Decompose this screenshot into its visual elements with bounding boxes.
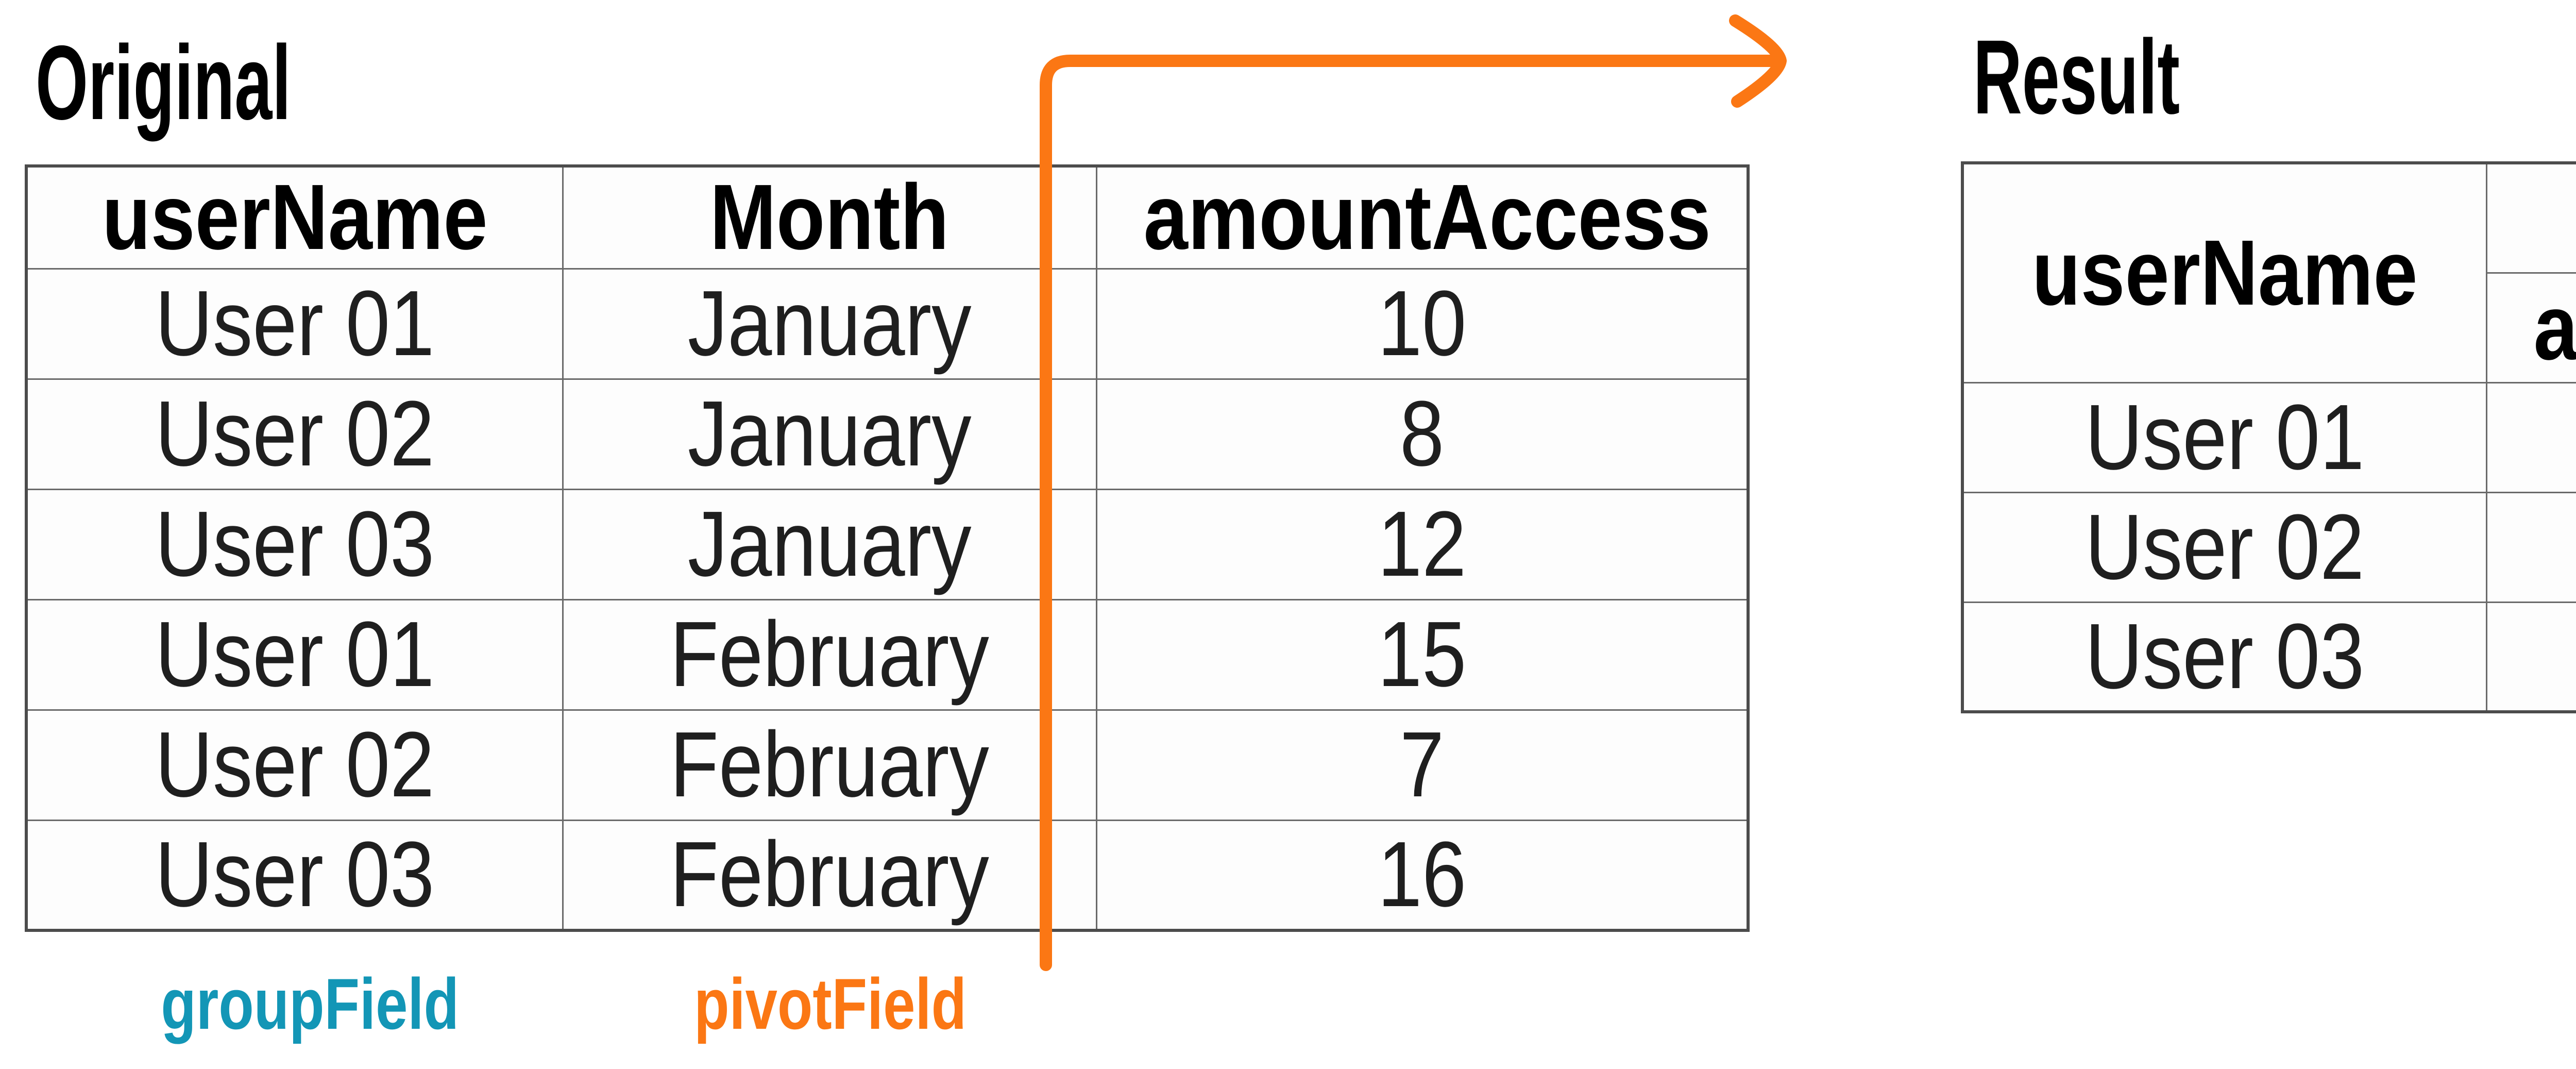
result-header-january: January bbox=[2485, 162, 2576, 274]
table-row: User 02 8 7 bbox=[1961, 491, 2576, 603]
table-cell: User 02 bbox=[1961, 491, 2487, 603]
table-cell: User 02 bbox=[25, 378, 564, 490]
result-month-header-row: userName January February bbox=[1961, 162, 2576, 383]
table-row: User 01 January 10 bbox=[25, 268, 1749, 380]
table-cell: February bbox=[562, 709, 1097, 821]
result-header-username: userName bbox=[1961, 162, 2487, 383]
result-section-title: Result bbox=[1973, 24, 2296, 130]
table-row: User 03 12 16 bbox=[1961, 601, 2576, 713]
table-cell: User 01 bbox=[1961, 381, 2487, 493]
table-row: User 02 January 8 bbox=[25, 378, 1749, 490]
table-cell: 8 bbox=[1095, 378, 1749, 490]
table-cell: February bbox=[562, 598, 1097, 711]
table-cell: January bbox=[562, 488, 1097, 600]
result-subheader-row: amountAccess amountAccess bbox=[1962, 272, 2576, 383]
table-row: User 01 10 15 bbox=[1961, 381, 2576, 493]
table-cell: 15 bbox=[1095, 598, 1749, 711]
pivot-field-label: pivotField bbox=[694, 963, 967, 1044]
result-subheader-amountaccess-jan: amountAccess bbox=[2485, 272, 2576, 383]
table-cell: User 03 bbox=[25, 819, 564, 931]
group-field-label: groupField bbox=[161, 963, 459, 1044]
table-row: User 03 January 12 bbox=[25, 488, 1749, 600]
original-header-username: userName bbox=[25, 165, 564, 270]
table-cell: February bbox=[562, 819, 1097, 931]
table-cell: 10 bbox=[2485, 381, 2576, 493]
table-row: User 02 February 7 bbox=[25, 709, 1749, 821]
table-cell: User 02 bbox=[25, 709, 564, 821]
table-cell: User 03 bbox=[25, 488, 564, 600]
table-cell: January bbox=[562, 268, 1097, 380]
original-section-title: Original bbox=[36, 30, 435, 136]
original-table: userName Month amountAccess User 01 Janu… bbox=[25, 164, 1750, 932]
original-header-month: Month bbox=[562, 165, 1097, 270]
table-cell: 8 bbox=[2485, 491, 2576, 603]
original-header-row: userName Month amountAccess bbox=[25, 165, 1749, 270]
result-title-text: Result bbox=[1973, 18, 2180, 136]
result-table: userName January February amountAccess a… bbox=[1961, 161, 2576, 713]
table-cell: 7 bbox=[1095, 709, 1749, 821]
table-cell: User 01 bbox=[25, 598, 564, 711]
table-cell: 12 bbox=[1095, 488, 1749, 600]
table-cell: January bbox=[562, 378, 1097, 490]
table-cell: 12 bbox=[2485, 601, 2576, 713]
table-cell: 16 bbox=[1095, 819, 1749, 931]
table-cell: User 03 bbox=[1961, 601, 2487, 713]
table-cell: User 01 bbox=[25, 268, 564, 380]
table-cell: 10 bbox=[1095, 268, 1749, 380]
table-row: User 03 February 16 bbox=[25, 819, 1749, 931]
table-row: User 01 February 15 bbox=[25, 598, 1749, 711]
original-title-text: Original bbox=[36, 24, 291, 142]
original-header-amountaccess: amountAccess bbox=[1095, 165, 1749, 270]
